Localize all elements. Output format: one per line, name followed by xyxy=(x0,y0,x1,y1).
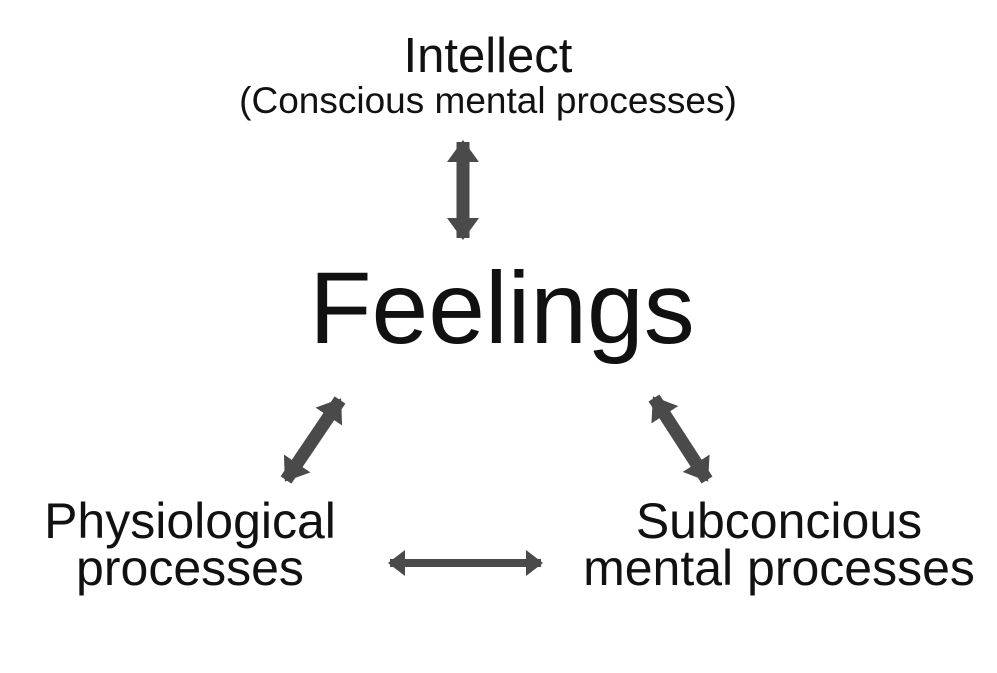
subconscious-line2: mental processes xyxy=(583,540,975,596)
node-physiological: Physiological processes xyxy=(44,493,336,596)
physiological-line1: Physiological xyxy=(44,493,336,549)
feelings-title: Feelings xyxy=(309,251,695,365)
node-intellect: Intellect (Conscious mental processes) xyxy=(239,29,737,121)
subconscious-line1: Subconcious xyxy=(635,493,923,549)
arrow-feelings-physiological xyxy=(280,396,346,484)
physiological-line2: processes xyxy=(76,540,304,596)
node-feelings: Feelings xyxy=(309,257,695,359)
arrow-feelings-subconscious xyxy=(648,394,713,484)
node-subconscious: Subconcious mental processes xyxy=(583,493,975,596)
intellect-title: Intellect xyxy=(403,29,573,83)
intellect-subtitle: (Conscious mental processes) xyxy=(239,80,737,121)
